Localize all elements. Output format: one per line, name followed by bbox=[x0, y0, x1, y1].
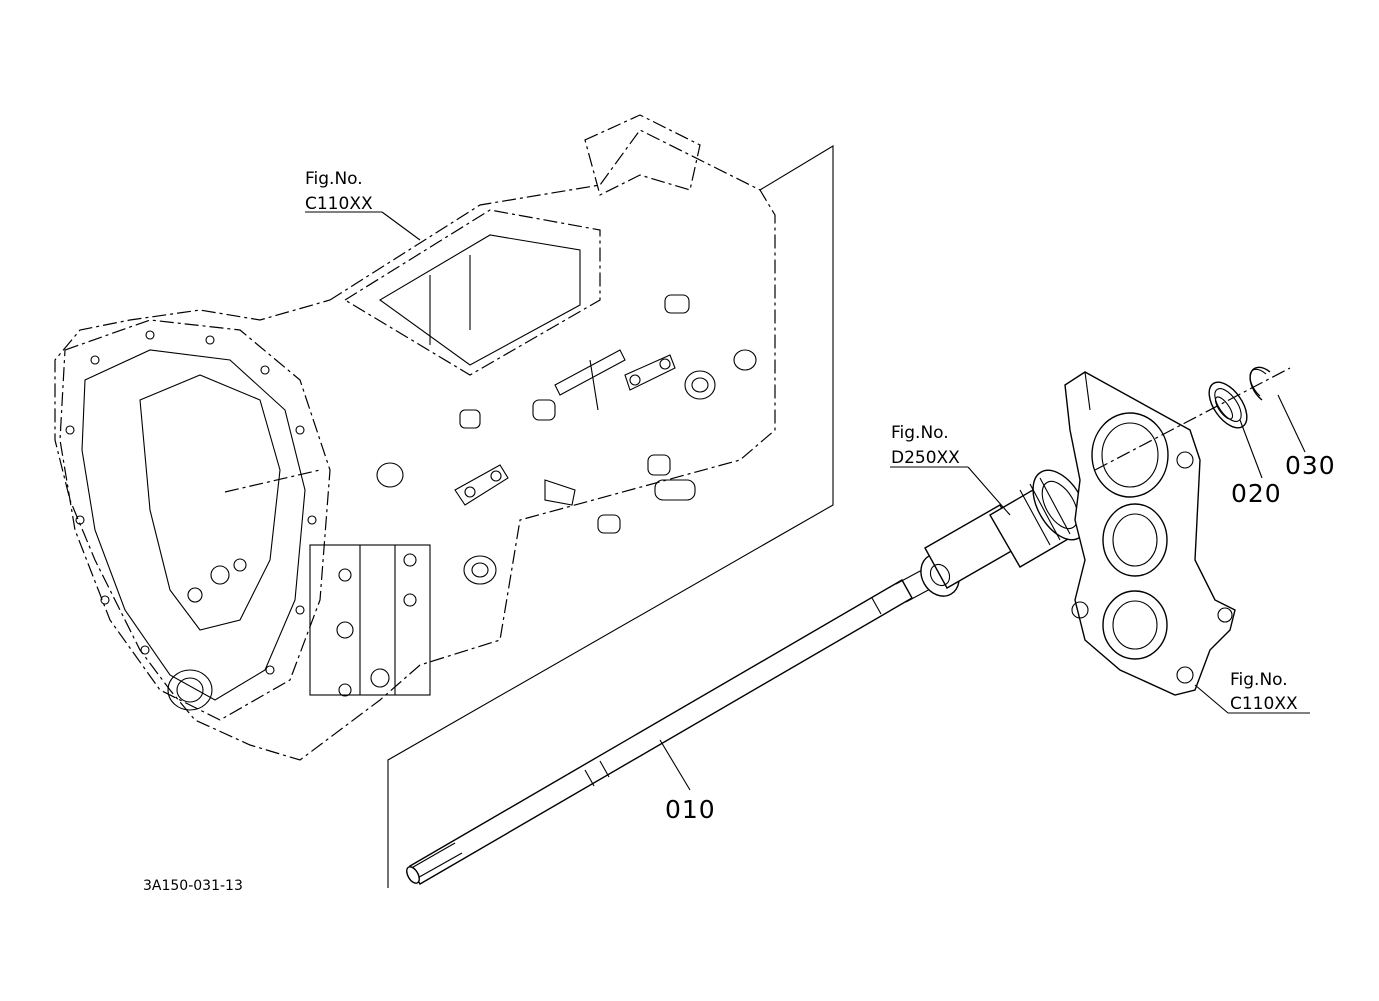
panel-frame bbox=[387, 145, 834, 888]
part-number-020: 020 bbox=[1231, 479, 1282, 508]
transmission-case bbox=[54, 114, 776, 761]
fig-code: C110XX bbox=[1230, 694, 1298, 714]
valve-block bbox=[309, 544, 431, 697]
fig-label: Fig.No. bbox=[1230, 670, 1288, 690]
fig-code: D250XX bbox=[891, 448, 960, 468]
gear-assembly bbox=[920, 469, 1088, 597]
part-number-010: 010 bbox=[665, 795, 716, 824]
fig-label: Fig.No. bbox=[891, 423, 949, 443]
shaft-010 bbox=[406, 569, 933, 885]
circlip-030 bbox=[1249, 366, 1271, 401]
drawing-code: 3A150-031-13 bbox=[143, 878, 243, 894]
fig-ref-front-cover: Fig.No. C110XX bbox=[1230, 670, 1298, 714]
bearing-020 bbox=[1208, 381, 1248, 429]
fig-code: C110XX bbox=[305, 194, 373, 214]
part-number-030: 030 bbox=[1285, 451, 1336, 480]
fig-ref-gear-assembly: Fig.No. D250XX bbox=[891, 423, 960, 468]
bolt-holes bbox=[65, 330, 317, 675]
case-bosses bbox=[376, 294, 757, 585]
front-cover bbox=[1064, 371, 1236, 696]
fig-ref-transmission-case: Fig.No. C110XX bbox=[305, 169, 373, 214]
leader-lines bbox=[305, 211, 1310, 791]
fig-label: Fig.No. bbox=[305, 169, 363, 189]
